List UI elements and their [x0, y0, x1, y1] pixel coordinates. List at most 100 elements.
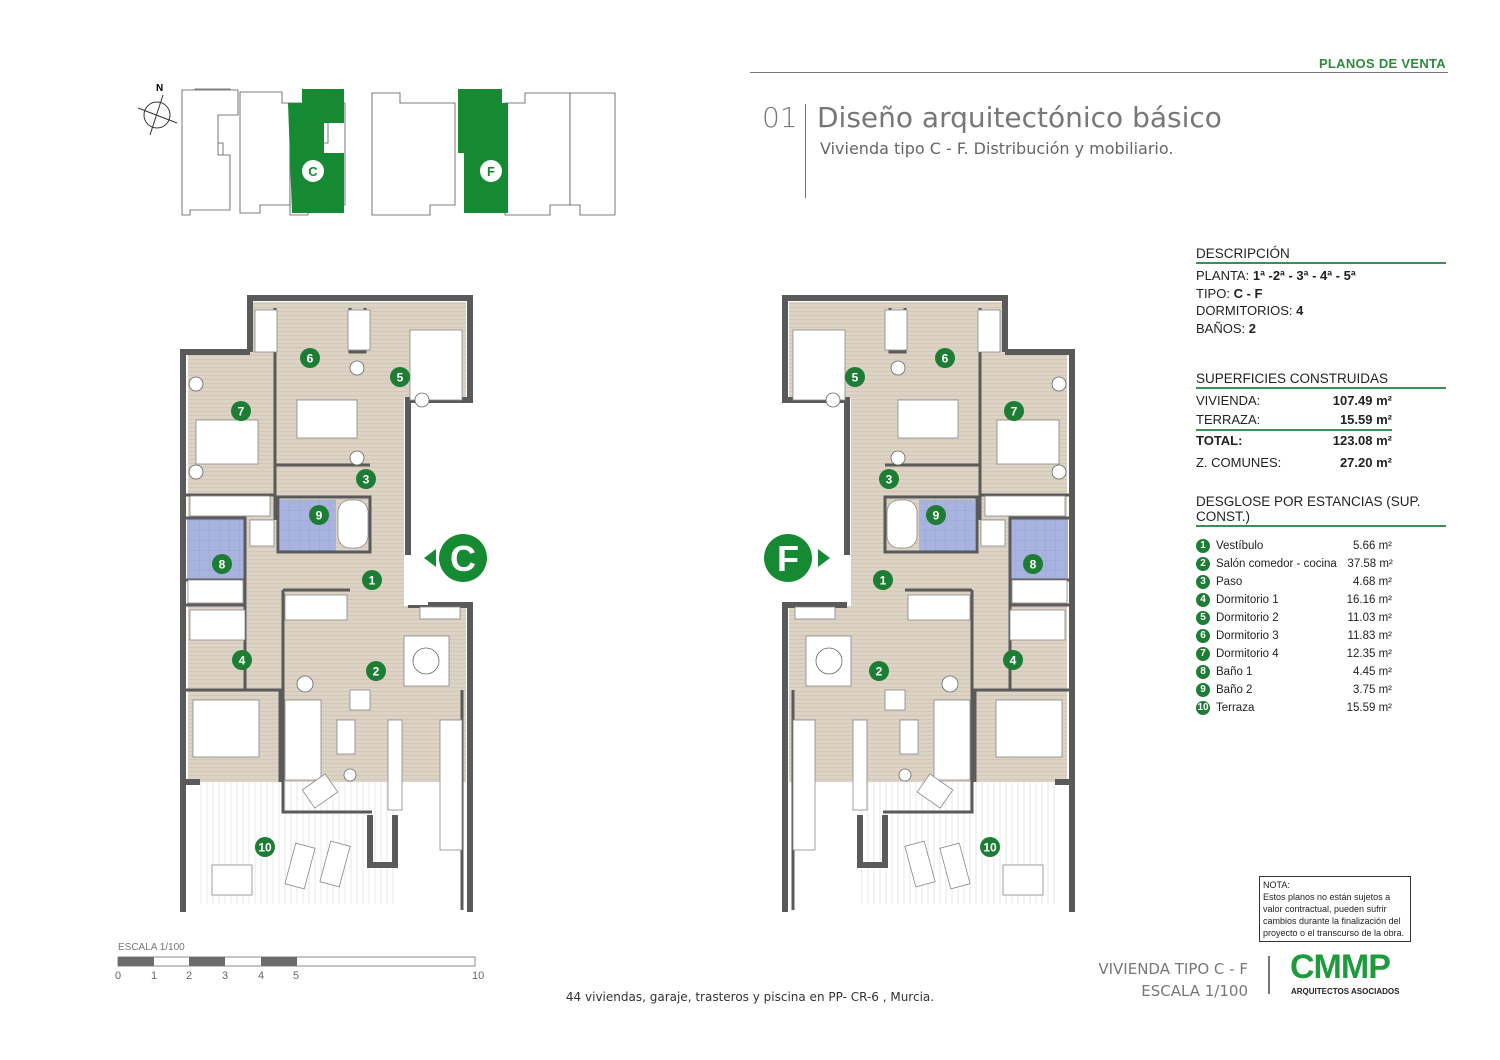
room-badge-circle: [926, 505, 946, 525]
desglose-heading: DESGLOSE POR ESTANCIAS (SUP. CONST.): [1196, 494, 1446, 527]
section-label: PLANOS DE VENTA: [1318, 56, 1446, 71]
room-number: 4: [239, 654, 246, 668]
room-badge-circle: [1003, 650, 1023, 670]
room-badge-c: 10: [255, 837, 275, 857]
room-badge-circle: [390, 367, 410, 387]
header-divider: [750, 72, 1448, 73]
room-badge-f: 6: [935, 348, 955, 368]
room-badge-circle: [366, 661, 386, 681]
unit-c-marker-label: C: [450, 538, 476, 579]
row-label: PLANTA:: [1196, 268, 1250, 283]
room-badge-f: 5: [845, 367, 865, 387]
room-badge-circle: [935, 348, 955, 368]
room-badge-f: 2: [869, 661, 889, 681]
room-name: Paso: [1216, 576, 1243, 588]
compass-icon: [137, 94, 178, 136]
room-number-badge: 8: [1196, 665, 1210, 679]
scale-tick: 3: [222, 970, 229, 982]
scale-tick: 1: [151, 970, 158, 982]
unit-f-marker: F: [764, 534, 830, 582]
room-name: Dormitorio 2: [1216, 612, 1279, 624]
unit-f-marker-label: F: [777, 538, 799, 579]
room-number-badge: 2: [1196, 557, 1210, 571]
room-badge-c: 6: [300, 348, 320, 368]
room-badge-circle: [300, 348, 320, 368]
descripcion-row: DORMITORIOS: 4: [1196, 302, 1446, 320]
row-value: C - F: [1233, 285, 1263, 301]
row-label: TOTAL:: [1196, 433, 1243, 448]
section-number: 01: [762, 101, 798, 134]
room-number: 6: [942, 352, 949, 366]
company-logo: CMMP: [1290, 948, 1391, 986]
room-badge-c: 7: [231, 401, 251, 421]
descripcion-row: PLANTA: 1ª -2ª - 3ª - 4ª - 5ª: [1196, 267, 1446, 285]
note-text: Estos planos no están sujetos a valor co…: [1263, 892, 1405, 938]
row-label: BAÑOS:: [1196, 320, 1246, 336]
company-logo-subtitle: ARQUITECTOS ASOCIADOS: [1291, 987, 1400, 996]
row-label: TERRAZA:: [1196, 412, 1261, 427]
room-name: Vestíbulo: [1216, 540, 1264, 552]
room-legend-item: 10 Terraza 15.59 m²: [1196, 699, 1446, 717]
scale-label: ESCALA 1/100: [118, 942, 185, 953]
room-number: 8: [1030, 558, 1037, 572]
room-badge-circle: [869, 661, 889, 681]
row-value: 123.08 m²: [1332, 433, 1392, 448]
room-number-badge: 6: [1196, 629, 1210, 643]
row-label: DORMITORIOS:: [1196, 303, 1293, 318]
footer-caption: VIVIENDA TIPO C - F ESCALA 1/100: [1098, 958, 1248, 1002]
superficies-section: SUPERFICIES CONSTRUIDAS VIVIENDA:107.49 …: [1196, 371, 1446, 472]
room-badge-c: 3: [356, 469, 376, 489]
room-number-badge: 1: [1196, 539, 1210, 553]
room-badge-f: 8: [1023, 554, 1043, 574]
room-name: Terraza: [1216, 702, 1255, 714]
footer-divider: [1268, 956, 1270, 994]
room-number: 9: [933, 509, 940, 523]
superficie-row: TERRAZA:15.59 m²: [1196, 410, 1392, 431]
room-badge-circle: [232, 650, 252, 670]
disclaimer-note: NOTA: Estos planos no están sujetos a va…: [1259, 876, 1411, 942]
superficies-heading: SUPERFICIES CONSTRUIDAS: [1196, 371, 1446, 389]
room-badge-circle: [356, 469, 376, 489]
room-badge-c: 5: [390, 367, 410, 387]
room-number-badge: 10: [1196, 701, 1210, 715]
superficie-row: TOTAL: 123.08 m²: [1196, 431, 1392, 450]
room-badge-circle: [309, 505, 329, 525]
room-area: 5.66 m²: [1353, 540, 1392, 552]
room-area: 15.59 m²: [1346, 702, 1392, 714]
room-name: Baño 1: [1216, 666, 1253, 678]
room-number-badge: 4: [1196, 593, 1210, 607]
descripcion-section: DESCRIPCIÓN PLANTA: 1ª -2ª - 3ª - 4ª - 5…: [1196, 246, 1446, 337]
room-badge-circle: [212, 554, 232, 574]
arrow-right-icon: [818, 549, 830, 567]
room-area: 4.45 m²: [1353, 666, 1392, 678]
room-number: 8: [219, 558, 226, 572]
unit-f-label: F: [487, 164, 495, 179]
scale-tick: 0: [115, 970, 122, 982]
room-badge-c: 4: [232, 650, 252, 670]
room-area: 11.83 m²: [1347, 630, 1392, 642]
room-number: 1: [369, 574, 376, 588]
room-badge-circle: [255, 837, 275, 857]
footer-type: VIVIENDA TIPO C - F: [1098, 960, 1248, 978]
unit-c-marker: C: [408, 534, 487, 605]
room-area: 12.35 m²: [1346, 648, 1392, 660]
room-badge-c: 2: [366, 661, 386, 681]
row-value: 27.20 m²: [1339, 455, 1392, 470]
room-badge-c: 8: [212, 554, 232, 574]
room-badge-circle: [231, 401, 251, 421]
room-area: 11.03 m²: [1347, 612, 1392, 624]
room-name: Dormitorio 3: [1216, 630, 1279, 642]
room-number: 5: [852, 371, 859, 385]
room-badge-f: 4: [1003, 650, 1023, 670]
room-badge-circle: [362, 570, 382, 590]
row-value: 107.49 m²: [1332, 393, 1392, 408]
project-caption: 44 viviendas, garaje, trasteros y piscin…: [565, 990, 935, 1004]
room-name: Salón comedor - cocina: [1216, 558, 1337, 570]
